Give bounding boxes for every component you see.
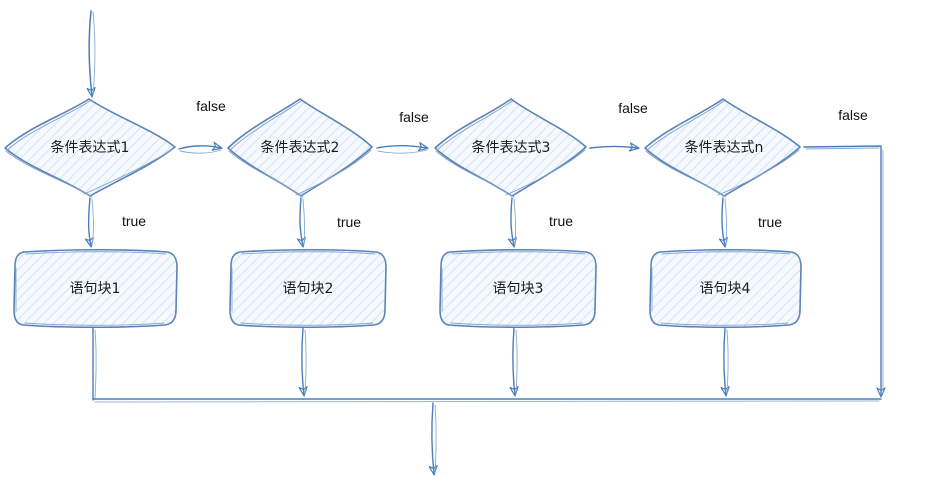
edge-label-true-1: true [121, 213, 147, 229]
edge-label-false-4: false [838, 107, 868, 123]
merge-line [92, 398, 882, 403]
connector-stmt4-merge [720, 327, 730, 397]
edge-label-false-1: false [196, 98, 226, 114]
connector-true-condn-stmt4 [718, 197, 728, 248]
connector-true-cond3-stmt3 [507, 197, 517, 248]
connector-exit [428, 402, 438, 476]
connector-stmt3-merge [509, 327, 519, 397]
decision-shape-condn [644, 98, 801, 198]
connector-false-condn-exit [803, 145, 886, 398]
edge-label-false-3: false [618, 100, 648, 116]
process-shape-stmt4 [649, 248, 802, 329]
edge-label-true-2: true [336, 214, 362, 230]
connector-false-cond1-cond2 [178, 141, 223, 154]
connector-entry [86, 10, 96, 98]
process-shape-stmt3 [439, 248, 597, 329]
process-shape-stmt2 [229, 248, 387, 329]
edge-label-true-3: true [548, 213, 574, 229]
edge-label-true-4: true [757, 214, 783, 230]
connector-false-cond2-cond3 [376, 142, 429, 154]
connector-stmt2-merge [298, 327, 308, 397]
decision-shape-cond2 [227, 98, 373, 198]
connector-stmt1-merge [92, 327, 97, 401]
decision-shape-cond1 [4, 98, 176, 198]
connector-true-cond1-stmt1 [84, 197, 94, 248]
connector-false-cond3-condn [589, 142, 640, 152]
decision-shape-cond3 [434, 98, 587, 198]
edge-label-false-2: false [399, 109, 429, 125]
process-shape-stmt1 [13, 248, 178, 329]
connector-true-cond2-stmt2 [296, 197, 306, 248]
